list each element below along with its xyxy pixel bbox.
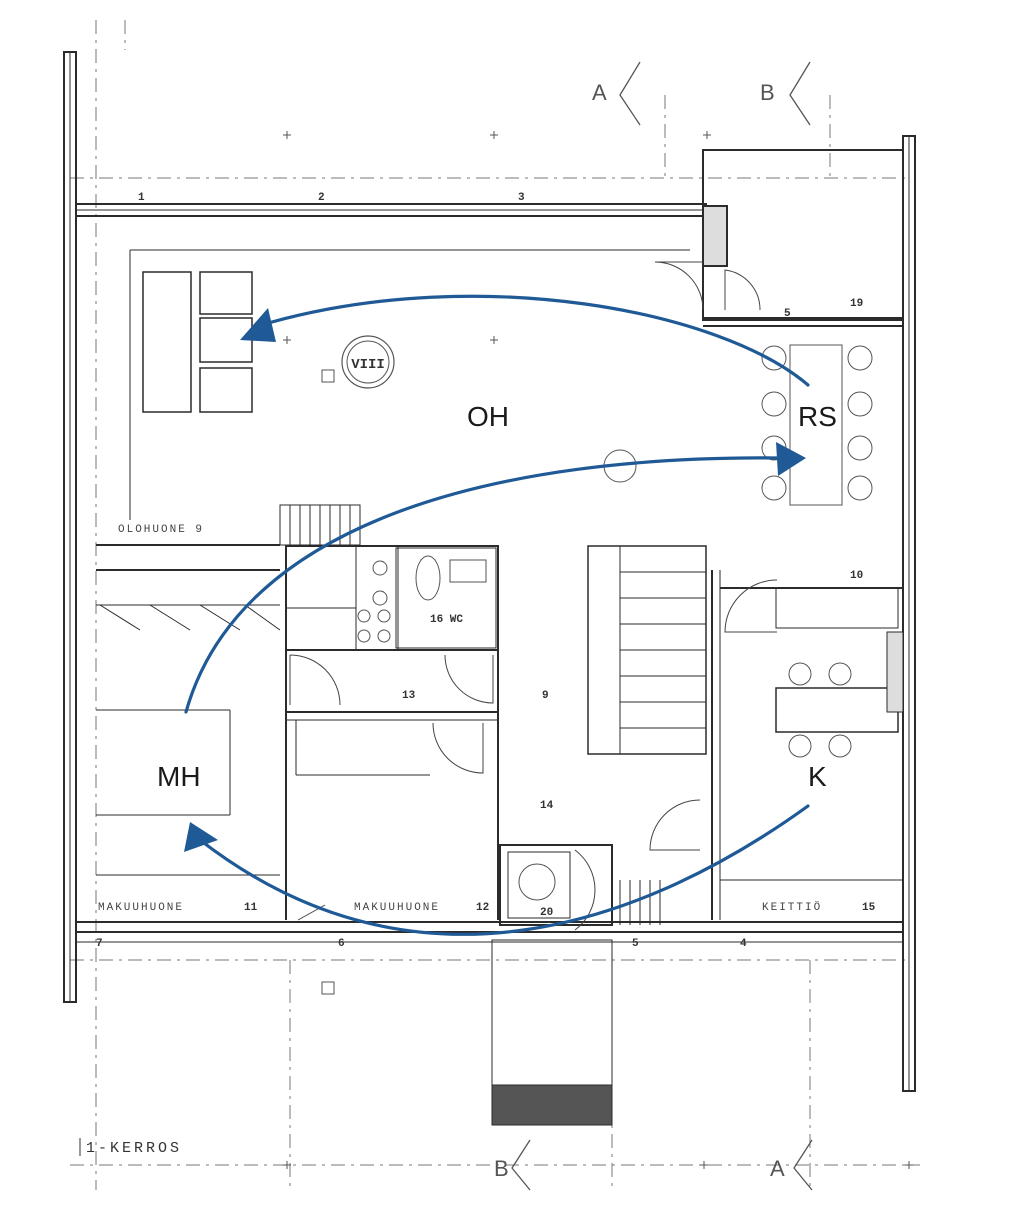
arrow-k-to-mh: [198, 804, 810, 936]
roman-marker: VIII: [341, 335, 395, 389]
num-5b: 5: [632, 938, 639, 950]
room-label-mh: MH: [157, 761, 201, 792]
room-label-k: K: [808, 761, 827, 792]
num-19: 19: [850, 298, 863, 310]
section-a-bottom: A: [770, 1156, 785, 1181]
num-10: 10: [850, 570, 863, 582]
grid-crosses: [283, 131, 913, 1169]
num-3: 3: [518, 192, 525, 204]
tag-makuuhuone-left: MAKUUHUONE: [98, 902, 184, 914]
room-label-oh: OH: [467, 401, 509, 432]
num-4: 4: [740, 938, 747, 950]
arrowhead-rs: [776, 442, 806, 476]
num-7: 7: [96, 938, 103, 950]
tag-makuuhuone-mid: MAKUUHUONE: [354, 902, 440, 914]
section-b-top: B: [760, 80, 775, 105]
circulation-arrows: [184, 294, 810, 936]
num-1: 1: [138, 192, 145, 204]
arrowhead-oh: [240, 308, 276, 342]
doors: [289, 261, 778, 931]
section-b-bottom: B: [494, 1156, 509, 1181]
tag-olohuone: OLOHUONE 9: [118, 524, 204, 536]
roman-label: VIII: [351, 357, 385, 373]
num-13: 13: [402, 690, 416, 702]
arrow-mh-to-rs: [184, 456, 782, 714]
num-2: 2: [318, 192, 325, 204]
num-14: 14: [540, 800, 554, 812]
num-5: 5: [784, 308, 791, 320]
num-20: 20: [540, 907, 553, 919]
exterior-walls: [63, 51, 916, 1092]
num-6: 6: [338, 938, 345, 950]
arrow-rs-to-oh: [270, 294, 810, 387]
num-9: 9: [542, 690, 549, 702]
num-12: 12: [476, 902, 489, 914]
num-15: 15: [862, 902, 876, 914]
floor-label: 1-KERROS: [86, 1140, 182, 1157]
arrowhead-mh: [184, 822, 218, 852]
interior-walls: [96, 149, 904, 1126]
tag-wc: 16 WC: [430, 614, 463, 626]
room-label-rs: RS: [798, 401, 837, 432]
num-11: 11: [244, 902, 258, 914]
tag-keittio: KEITTIÖ: [762, 901, 822, 914]
dining-chairs: [321, 344, 873, 995]
section-markers: [511, 61, 813, 1191]
section-a-top: A: [592, 80, 607, 105]
